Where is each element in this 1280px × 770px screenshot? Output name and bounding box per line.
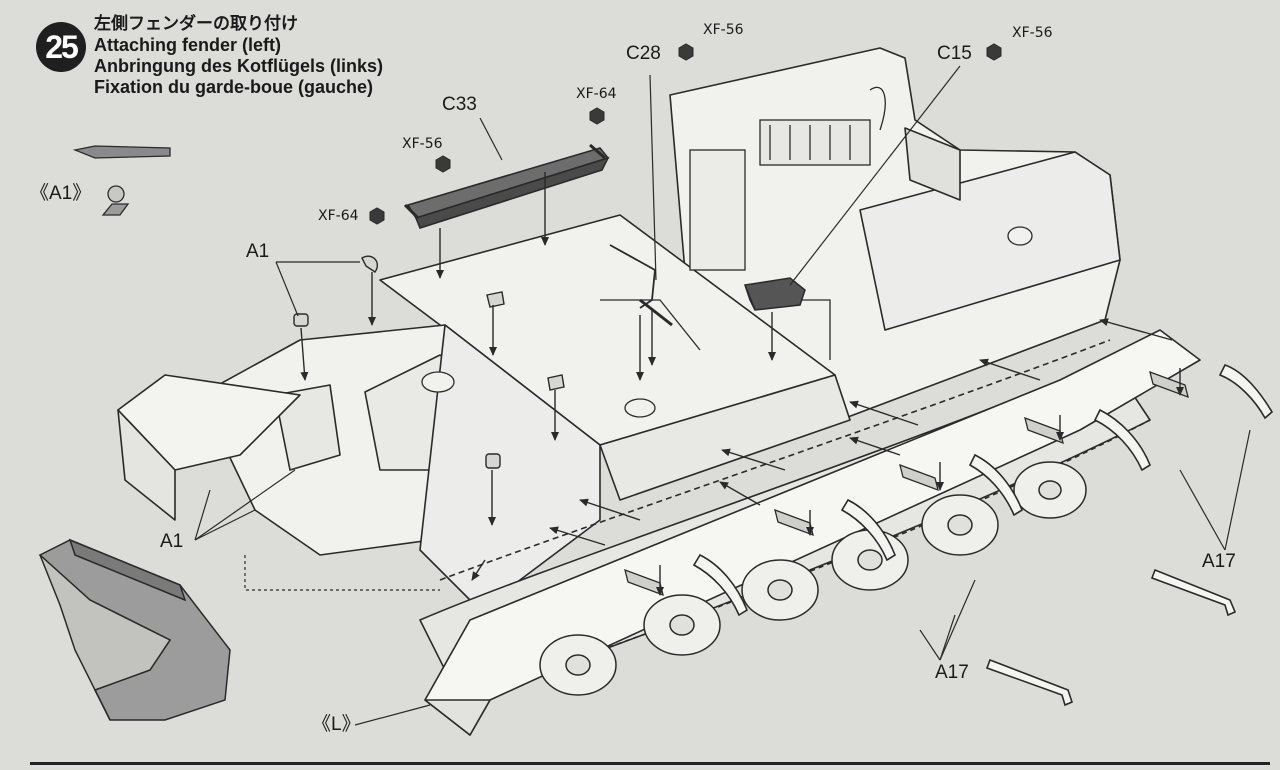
label-a17-bottom: A17 bbox=[935, 662, 969, 683]
leader-lines bbox=[194, 65, 1251, 726]
paint-code-c28: XF-56 bbox=[703, 22, 744, 38]
label-c28: C28 bbox=[626, 43, 661, 64]
label-detail-l: 《L》 bbox=[312, 714, 361, 735]
fender-brackets-a17 bbox=[692, 364, 1274, 707]
assembly-arrows bbox=[300, 172, 1184, 596]
paint-code-c33-bottom: XF-64 bbox=[318, 208, 359, 224]
tank-hull bbox=[117, 47, 1201, 736]
detail-view-l bbox=[38, 538, 231, 721]
step-number-badge: 25 bbox=[36, 22, 86, 72]
paint-markers bbox=[369, 43, 1002, 225]
step-title-japanese: 左側フェンダーの取り付け bbox=[94, 14, 298, 34]
paint-code-c15: XF-56 bbox=[1012, 25, 1053, 41]
label-c15: C15 bbox=[937, 43, 972, 64]
page-bottom-rule bbox=[30, 762, 1270, 765]
label-c33: C33 bbox=[442, 94, 477, 115]
part-c33 bbox=[403, 143, 610, 229]
hull-details bbox=[421, 86, 1033, 418]
step-title-german: Anbringung des Kotflügels (links) bbox=[94, 56, 383, 76]
label-a17-right: A17 bbox=[1202, 551, 1236, 572]
part-c28 bbox=[609, 244, 673, 327]
detail-view-a1-tool bbox=[72, 145, 171, 216]
paint-code-c33-left: XF-56 bbox=[402, 136, 443, 152]
label-a1-left: A1 bbox=[246, 241, 270, 262]
parts-a1 bbox=[293, 255, 565, 469]
part-c15 bbox=[743, 277, 806, 311]
paint-code-c33-right: XF-64 bbox=[576, 86, 617, 102]
step-title-french: Fixation du garde-boue (gauche) bbox=[94, 77, 374, 97]
step-title-block: 左側フェンダーの取り付け Attaching fender (left) Anb… bbox=[94, 14, 383, 98]
road-wheels bbox=[539, 461, 1087, 696]
label-a1-bottom: A1 bbox=[160, 531, 184, 552]
step-title-english: Attaching fender (left) bbox=[94, 35, 281, 55]
label-detail-a1: 《A1》 bbox=[30, 183, 92, 204]
